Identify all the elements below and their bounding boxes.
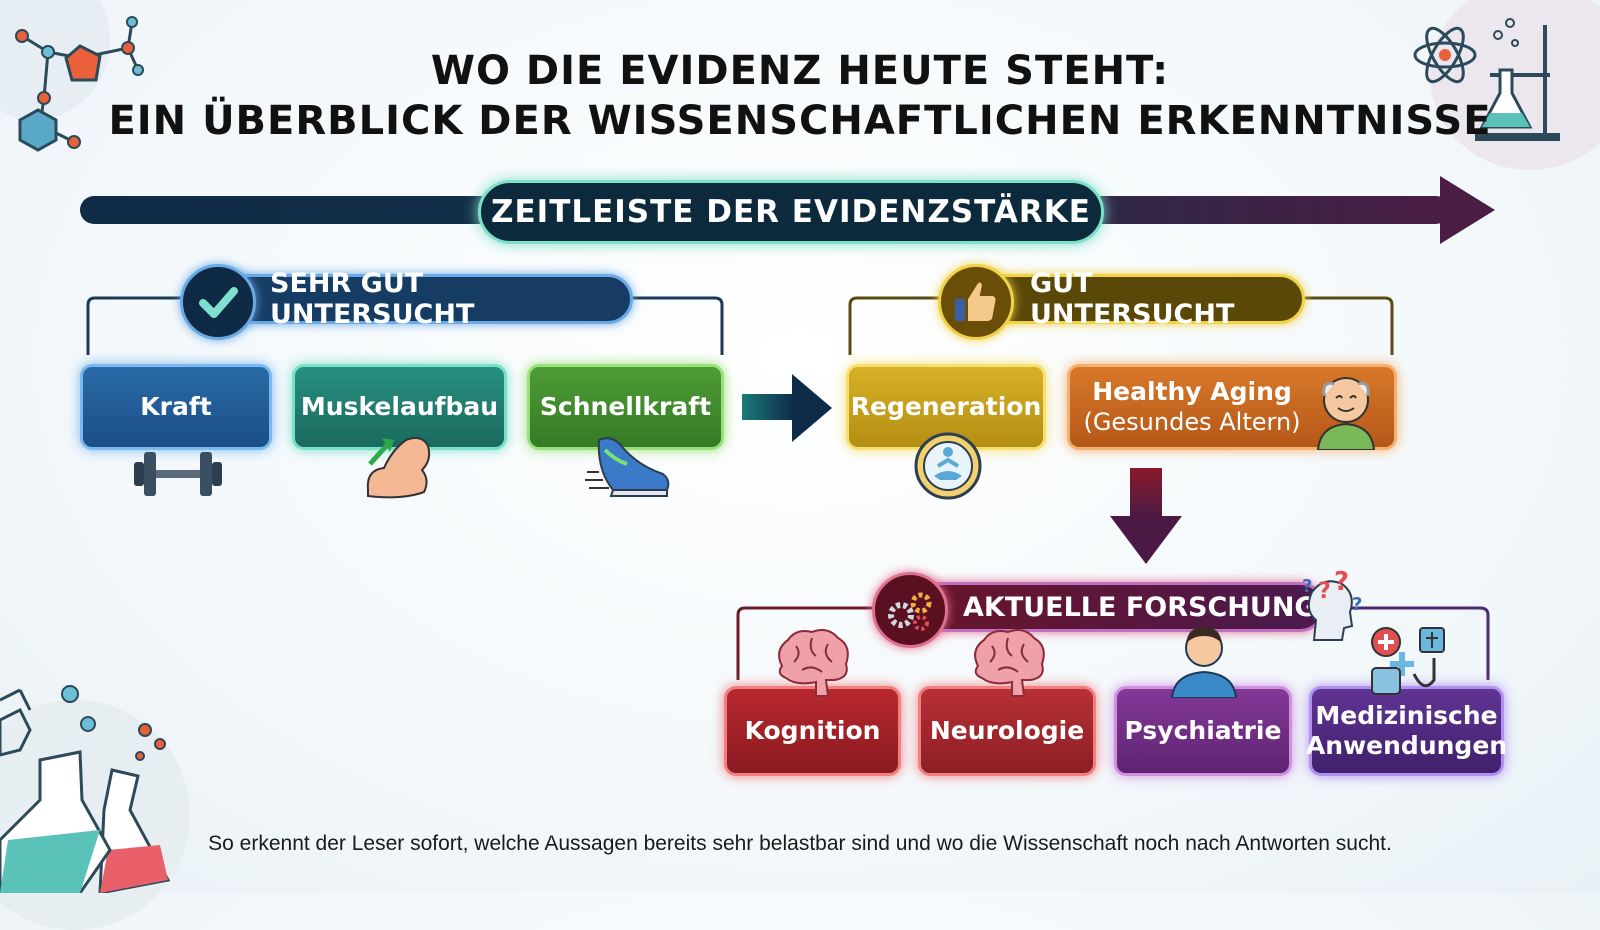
atom-icon — [1413, 26, 1477, 84]
dumbbell-icon — [134, 452, 222, 496]
timeline-label: ZEITLEISTE DER EVIDENZSTÄRKE — [478, 180, 1104, 244]
checkmark-icon — [180, 264, 256, 340]
box-regeneration-label: Regeneration — [850, 392, 1042, 421]
box-kraft: Kraft — [80, 364, 272, 450]
svg-text:?: ? — [1302, 576, 1312, 597]
box-muskelaufbau-label: Muskelaufbau — [300, 392, 499, 421]
transition-arrow-right — [742, 374, 832, 442]
thinking-head-icon: ? ? ? ? — [1302, 570, 1362, 641]
thumbs-up-icon — [938, 264, 1014, 340]
svg-text:?: ? — [1334, 570, 1349, 597]
box-neurologie: Neurologie — [918, 686, 1096, 776]
box-schnellkraft-label: Schnellkraft — [539, 392, 712, 421]
group-current-label: AKTUELLE FORSCHUNG — [963, 591, 1317, 623]
flexed-arm-icon — [366, 437, 431, 499]
box-healthy-aging-label: Healthy Aging — [1092, 377, 1292, 406]
box-medizinische-label: Medizinische — [1315, 701, 1498, 730]
group-well-label: GUT UNTERSUCHT — [1030, 268, 1235, 330]
box-kognition: Kognition — [724, 686, 901, 776]
group-very-well-header: SEHR GUT UNTERSUCHT — [205, 268, 633, 330]
timeline-label-text: ZEITLEISTE DER EVIDENZSTÄRKE — [491, 194, 1091, 230]
box-kraft-label: Kraft — [140, 392, 212, 421]
caption-text: So erkennt der Leser sofort, welche Auss… — [208, 832, 1392, 855]
test-flasks-icon — [0, 685, 171, 893]
page-title-line-2: EIN ÜBERBLICK DER WISSENSCHAFTLICHEN ERK… — [108, 98, 1492, 144]
brackets — [86, 296, 1490, 680]
elderly-person-icon — [1316, 377, 1376, 450]
box-medizinische-anwendungen: Medizinische Anwendungen — [1305, 686, 1508, 776]
svg-text:?: ? — [1352, 594, 1362, 615]
box-muskelaufbau: Muskelaufbau — [292, 364, 507, 450]
svg-text:?: ? — [1318, 579, 1331, 604]
doctor-person-icon — [1170, 627, 1238, 698]
box-kognition-label: Kognition — [744, 716, 881, 745]
page-title-line-1: WO DIE EVIDENZ HEUTE STEHT: — [430, 48, 1170, 94]
brain-icon — [778, 629, 849, 697]
box-psychiatrie: Psychiatrie — [1114, 686, 1292, 776]
box-schnellkraft: Schnellkraft — [527, 364, 724, 450]
box-anwendungen-label: Anwendungen — [1305, 731, 1508, 760]
meditation-icon — [914, 432, 982, 500]
box-neurologie-label: Neurologie — [929, 716, 1085, 745]
group-current-header: AKTUELLE FORSCHUNG — [905, 582, 1325, 632]
brain-icon — [974, 629, 1045, 697]
group-well-header: GUT UNTERSUCHT — [965, 268, 1305, 330]
box-healthy-aging-sublabel: (Gesundes Altern) — [1083, 408, 1301, 436]
medical-tools-icon — [1371, 627, 1445, 695]
transition-arrow-down — [1110, 468, 1182, 564]
gears-icon — [872, 572, 948, 648]
molecule-icon — [15, 16, 144, 152]
box-psychiatrie-label: Psychiatrie — [1124, 716, 1282, 745]
lab-flask-icon — [1475, 18, 1560, 141]
group-very-well-label: SEHR GUT UNTERSUCHT — [270, 268, 475, 330]
running-shoe-icon — [585, 437, 670, 497]
